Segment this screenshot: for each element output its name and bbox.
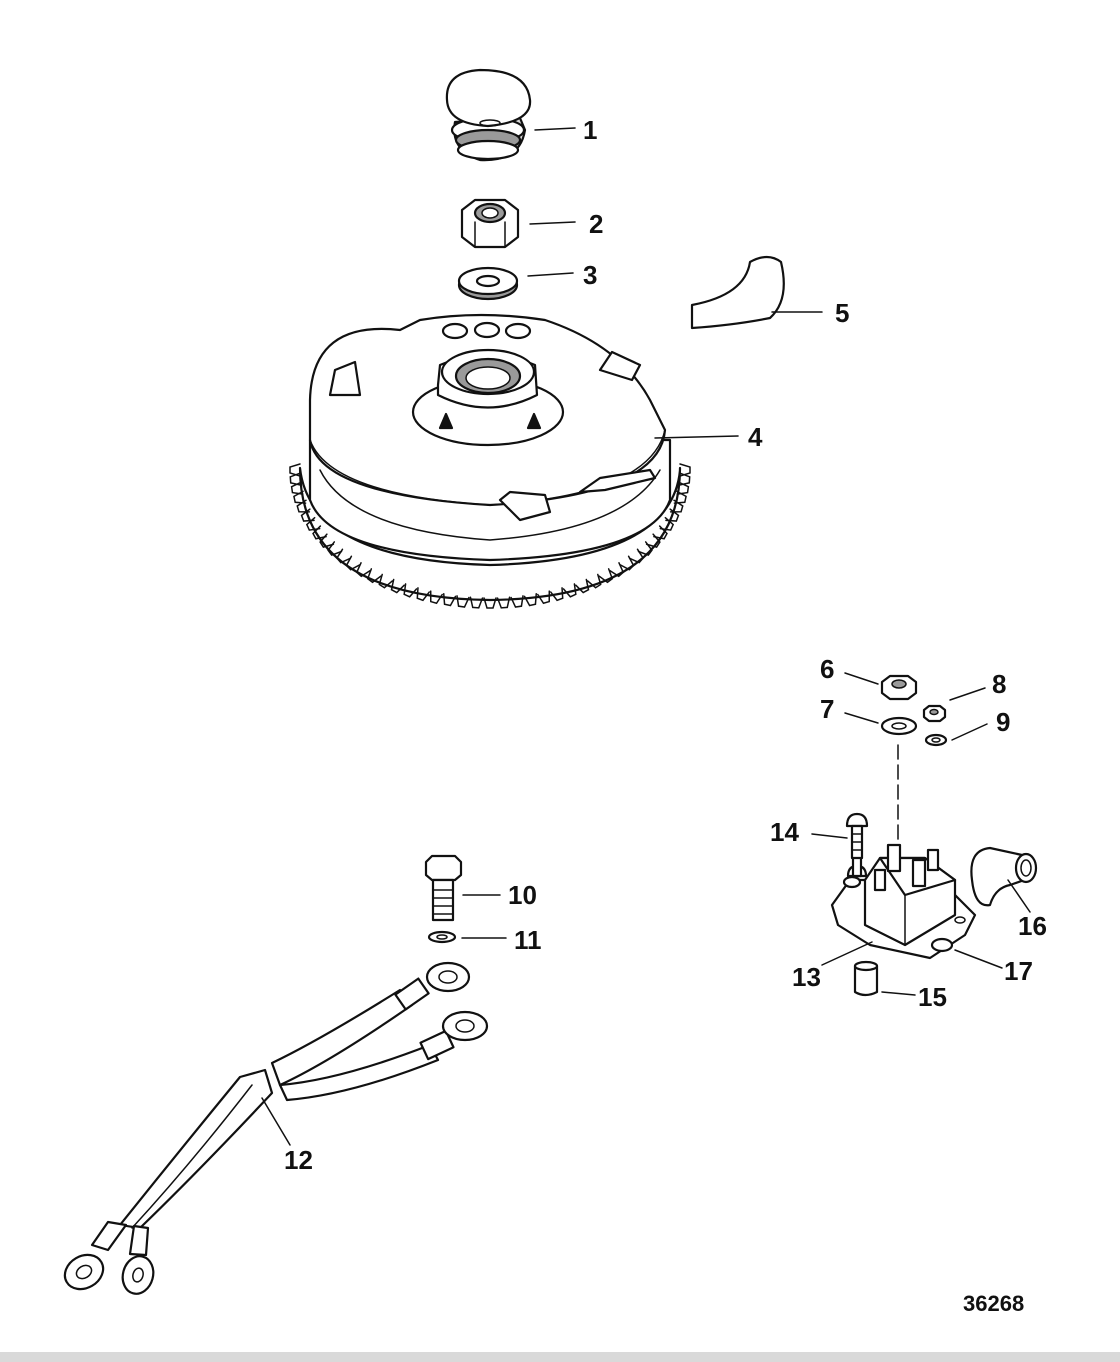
- gear-tooth: [390, 578, 405, 594]
- gear-tooth: [628, 548, 645, 564]
- gear-tooth: [676, 481, 690, 495]
- gear-tooth: [403, 583, 418, 598]
- leader-8: [949, 687, 986, 701]
- gear-tooth: [665, 508, 680, 522]
- part-3-washer: [457, 266, 519, 301]
- gear-tooth: [659, 516, 675, 531]
- gear-tooth: [609, 562, 625, 578]
- leader-6: [844, 672, 879, 685]
- gear-tooth: [496, 596, 511, 609]
- gear-tooth: [523, 593, 537, 607]
- part-11-washer: [427, 930, 457, 944]
- callout-1: 1: [583, 115, 598, 145]
- figure-number: 36268: [963, 1291, 1025, 1316]
- part-15-bushing: [853, 960, 879, 997]
- leader-3: [527, 272, 574, 277]
- callout-17: 17: [1004, 956, 1033, 986]
- leader-17: [954, 949, 1003, 969]
- callout-11: 11: [514, 925, 542, 955]
- callout-4: 4: [748, 422, 763, 452]
- gear-tooth: [673, 490, 687, 504]
- gear-tooth: [550, 587, 564, 602]
- gear-tooth: [327, 541, 343, 556]
- part-4-flywheel: [289, 313, 691, 609]
- part-1-cap: [445, 68, 532, 162]
- part-9-small-washer: [924, 733, 948, 747]
- callout-7: 7: [820, 694, 835, 724]
- part-13-solenoid: [830, 843, 977, 960]
- leader-4: [654, 435, 739, 439]
- callout-5: 5: [835, 298, 850, 328]
- gear-tooth: [483, 597, 497, 609]
- gear-tooth: [598, 568, 614, 584]
- callout-16: 16: [1018, 911, 1047, 941]
- callout-6: 6: [820, 654, 835, 684]
- gear-tooth: [443, 593, 457, 607]
- gear-tooth: [645, 533, 661, 549]
- gear-tooth: [456, 595, 470, 608]
- part-7-lock-washer: [880, 716, 918, 736]
- gear-tooth: [289, 463, 301, 477]
- callout-2: 2: [589, 209, 604, 239]
- part-10-bolt: [424, 854, 463, 922]
- gear-tooth: [510, 595, 524, 608]
- part-2-hex-nut: [460, 198, 520, 249]
- callout-15: 15: [918, 982, 947, 1012]
- leader-12: [261, 1097, 291, 1146]
- leader-16: [1007, 879, 1031, 913]
- callout-14: 14: [770, 817, 799, 847]
- leader-7: [844, 712, 879, 724]
- gear-tooth: [669, 499, 684, 513]
- bottom-divider: [0, 1352, 1120, 1362]
- gear-tooth: [345, 555, 361, 571]
- gear-tooth: [537, 590, 551, 605]
- gear-tooth: [586, 573, 602, 589]
- callout-8: 8: [992, 669, 1007, 699]
- leader-13: [821, 941, 873, 966]
- gear-tooth: [575, 578, 590, 594]
- gear-tooth: [378, 573, 394, 589]
- leader-14: [811, 833, 848, 839]
- leader-2: [529, 221, 576, 225]
- gear-tooth: [637, 541, 653, 556]
- leader-15: [881, 991, 916, 996]
- callout-10: 10: [508, 880, 537, 910]
- part-8-small-nut: [922, 704, 947, 723]
- part-14-screw-body: [845, 812, 869, 860]
- gear-tooth: [653, 525, 668, 540]
- gear-tooth: [355, 562, 371, 578]
- callout-13: 13: [792, 962, 821, 992]
- gear-tooth: [319, 533, 335, 549]
- leader-1: [534, 127, 576, 131]
- gear-tooth: [469, 596, 484, 609]
- callout-3: 3: [583, 260, 598, 290]
- gear-tooth: [619, 555, 635, 571]
- part-6-nut: [880, 674, 918, 701]
- callout-12: 12: [284, 1145, 313, 1175]
- callout-9: 9: [996, 707, 1011, 737]
- part-5-key: [690, 255, 785, 330]
- part-12-cable: [63, 961, 489, 1295]
- gear-tooth: [335, 548, 352, 564]
- gear-tooth: [366, 568, 382, 584]
- leader-9: [951, 723, 988, 741]
- gear-tooth: [562, 583, 577, 598]
- gear-tooth: [416, 587, 430, 602]
- gear-tooth: [429, 590, 443, 605]
- part-16-boot: [970, 846, 1038, 907]
